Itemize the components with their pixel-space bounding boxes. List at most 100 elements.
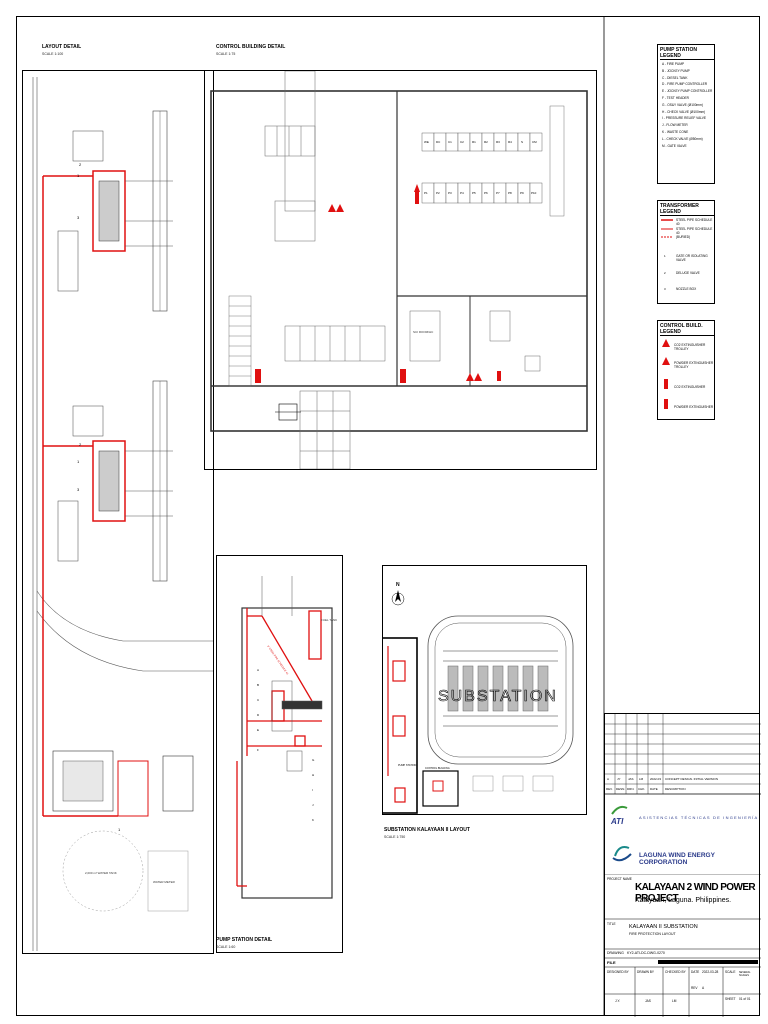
- scale-value: SEVERAL SCALES: [739, 971, 751, 977]
- legend-gate-valve: GATE OR ISOLATING VALVE: [676, 254, 708, 262]
- legend-item-diesel-tank: C - DIESEL TANK: [662, 75, 688, 80]
- sheet-value: 01 of 01: [739, 997, 751, 1001]
- legend-item-check-valve-100: H - CHECK VALVE (Ø100mm): [662, 109, 706, 114]
- transformer-legend-title: TRANSFORMER LEGEND: [660, 203, 714, 216]
- layout-detail-drawing: 1 2 3 1 2 3 1 2,000 m³ WATER TANK WATER …: [32, 77, 213, 951]
- rev-header-description: DESCRIPTION: [665, 787, 686, 791]
- pump-label-b: B: [257, 683, 259, 687]
- panel-r4: R4: [508, 140, 512, 144]
- panel-p2: P2: [436, 191, 440, 195]
- ati-logo: ATI: [610, 805, 628, 826]
- callout-3b: 3: [77, 487, 80, 492]
- legend-item-jockey-controller: E - JOCKEY PUMP CONTROLLER: [662, 89, 713, 94]
- legend-item-test-header: F - TEST HEADER: [662, 95, 689, 100]
- layout-detail-scale: SCALE 1:100: [42, 52, 64, 56]
- pump-label-c: C: [257, 698, 260, 702]
- file-label: FILE: [607, 960, 616, 965]
- drawn-by-label: DRAWN BY: [637, 970, 655, 974]
- legend-item-osy-valve: G - OS&Y VALVE (Ø100mm): [662, 102, 703, 107]
- pump-station-title: PUMP STATION DETAIL: [216, 937, 273, 943]
- north-arrow: N: [391, 582, 405, 606]
- extinguishers: [255, 184, 501, 383]
- water-meter-label: WATER METER: [153, 880, 176, 884]
- sheet-label: SHEET: [725, 997, 736, 1001]
- control-building-scale: SCALE 1:75: [216, 52, 236, 56]
- substation-drawing: N SUBSTATION: [381, 582, 574, 814]
- substation-layout-scale: SCALE 1:750: [384, 835, 406, 839]
- legend-item-waste-cone: K - WASTE CONE: [662, 129, 689, 134]
- panel-p6: P6: [484, 191, 488, 195]
- rev-value: A: [702, 986, 705, 990]
- panel-r2: R2: [484, 140, 488, 144]
- legend-steel-pipe-2: STEEL PIPE SCHEDULE 40: [676, 227, 713, 235]
- pump-station-scale: SCALE 1:60: [216, 945, 236, 949]
- legend-item-check-valve-50: L - CHECK VALVE (Ø50mm): [662, 136, 703, 141]
- panel-r1: R1: [472, 140, 476, 144]
- panel-p1: P1: [424, 191, 428, 195]
- pump-label-e: E: [257, 728, 259, 732]
- panel-p5: P5: [472, 191, 476, 195]
- drawing-sheet: LAYOUT DETAIL SCALE 1:100: [16, 16, 761, 1017]
- drawing-number: KY2-ATI-DC-DWG-0270: [627, 951, 665, 955]
- title-label: TITLE: [607, 922, 616, 926]
- callout-1c: 1: [118, 827, 121, 832]
- pump-station-legend-title: PUMP STATION LEGEND: [660, 47, 714, 60]
- transformer-legend: TRANSFORMER LEGEND 1 2 3 STEEL PIPE SCHE…: [657, 200, 715, 304]
- transformer-1: [57, 110, 173, 312]
- callout-2a: 2: [79, 162, 82, 167]
- date-value: 2022-03-28: [702, 970, 719, 974]
- pipe-note-label: 3" STEEL PIPE SCHEDULE 40: [266, 645, 289, 676]
- control-building-drawing: WE DC C1 C2 R1 R2 R3 R4 S CM: [210, 70, 588, 470]
- rev-header-date: DATE: [650, 787, 658, 791]
- scale-label: SCALE: [725, 970, 736, 974]
- revision-table-grid: [605, 714, 761, 795]
- control-building-small-label: CONTROL BUILDING: [425, 767, 450, 770]
- pump-label-j: J: [312, 803, 314, 807]
- legend-item-gate-valve: M - GATE VALVE: [662, 143, 687, 148]
- lower-panel-row: P1 P2 P3 P4 P5 P6 P7 P8 P9 P10: [421, 182, 543, 204]
- ati-logo-text: ATI: [610, 817, 624, 826]
- rev-header-chk: CHK.: [638, 787, 646, 791]
- title-block: A JY JAS LM 2022-03 CONCEPT DESIGN. INIT…: [604, 713, 761, 1017]
- panel-cm: CM: [532, 140, 537, 144]
- legend-steel-pipe-1: STEEL PIPE SCHEDULE 40: [676, 218, 713, 226]
- layout-detail-title: LAYOUT DETAIL: [42, 44, 82, 50]
- legend-item-flow-meter: J - FLOW METER: [662, 123, 688, 128]
- title-block-grid: [605, 874, 761, 1017]
- drawing-label: DRAWING: [607, 951, 624, 955]
- panel-r3: R3: [496, 140, 500, 144]
- drawing-title: KALAYAAN II SUBSTATION: [629, 924, 698, 930]
- client-name: LAGUNA WIND ENERGY CORPORATION: [639, 852, 715, 866]
- legend-powder-trolley: POWDER EXTINGUISHER TROLLEY: [674, 361, 714, 369]
- rev-header-desn: DESN.: [616, 787, 626, 791]
- rev-row-rev: A: [607, 777, 610, 781]
- callout-3a: 3: [77, 215, 80, 220]
- pump-station-frame: FUEL TANK 3" STEEL PIPE SCHEDULE 40 A B …: [216, 555, 343, 953]
- layout-pump-area: [52, 750, 194, 912]
- legend-item-jockey-pump: B - JOCKEY PUMP: [662, 68, 690, 73]
- legend-co2-extinguisher: CO2 EXTINGUISHER: [674, 385, 706, 389]
- rev-row-date: 2022-03: [650, 777, 662, 781]
- pump-label-h: H: [312, 773, 314, 777]
- date-label: DATE: [691, 970, 700, 974]
- drawn-by-value: JAS: [645, 999, 651, 1003]
- project-name: KALAYAAN 2 WIND POWER PROJECT: [635, 882, 756, 904]
- control-legend-symbols: [662, 339, 670, 409]
- project-name-label: PROJECT NAME: [607, 877, 632, 881]
- panel-we: WE: [424, 140, 429, 144]
- pump-label-i: I: [312, 788, 313, 792]
- transformer-legend-number-1: 1: [664, 254, 666, 258]
- control-building-legend: CONTROL BUILD. LEGEND CO2 EXTINGUISHER T…: [657, 320, 715, 420]
- legend-item-relief-valve: I - PRESSURE RELIEF VALVE: [662, 116, 706, 121]
- control-building-legend-title: CONTROL BUILD. LEGEND: [660, 323, 714, 336]
- legend-deluge-valve: DELUGE VALVE: [676, 271, 700, 275]
- transformer-legend-number-3: 3: [664, 287, 666, 291]
- panel-c2: C2: [460, 140, 464, 144]
- legend-item-fire-pump: A - FIRE PUMP: [662, 62, 685, 66]
- control-building-title: CONTROL BUILDING DETAIL: [216, 44, 286, 50]
- transformer-legend-number-2: 2: [664, 271, 666, 275]
- control-building-frame: WE DC C1 C2 R1 R2 R3 R4 S CM: [204, 70, 597, 470]
- panel-p8: P8: [508, 191, 512, 195]
- rev-header-rev: REV.: [606, 787, 613, 791]
- substation-layout-title: SUBSTATION KALAYAAN II LAYOUT: [384, 827, 470, 833]
